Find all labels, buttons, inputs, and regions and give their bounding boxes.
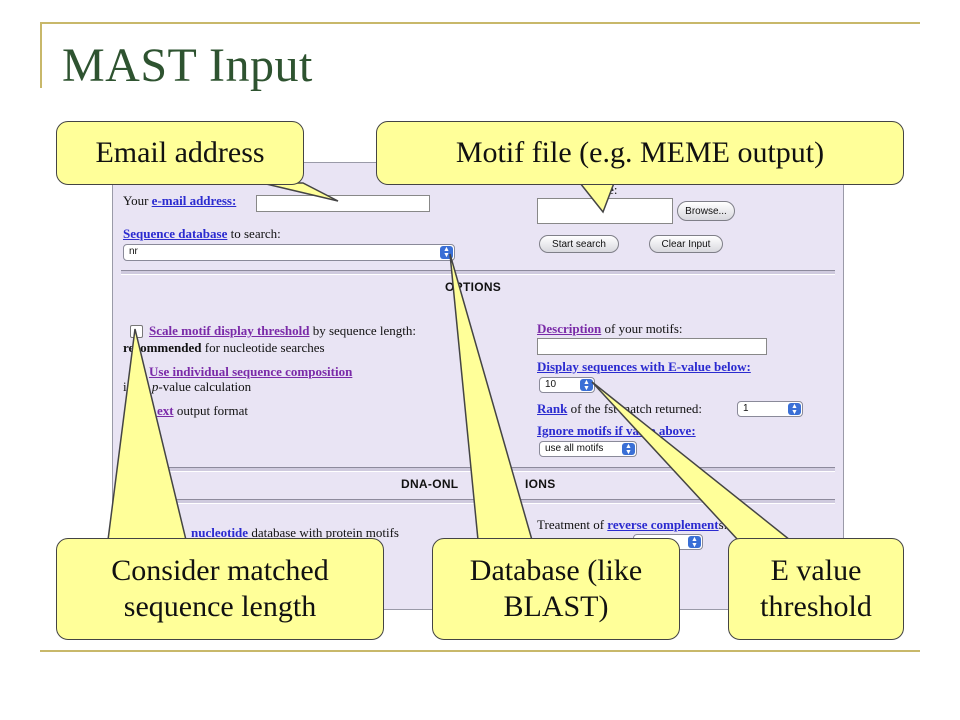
select-arrows-icon: ▲▼ [440, 246, 453, 259]
slide-title: MAST Input [62, 39, 313, 92]
email-input[interactable] [256, 195, 430, 212]
description-label: Description of your motifs: [537, 321, 683, 336]
dna-options-heading-left: DNA-ONL [401, 477, 459, 491]
sequence-db-label: Sequence database to search: [123, 226, 281, 241]
select-arrows-icon: ▲▼ [622, 443, 635, 456]
callout-email: Email address [56, 121, 304, 185]
divider-dna [121, 467, 835, 472]
rank-select[interactable]: 1▲▼ [737, 401, 803, 417]
description-help-link[interactable]: Description [537, 321, 602, 336]
nucleotide-db-label: nucleotide database with protein motifs [191, 525, 399, 540]
text-format-label: ext output format [157, 403, 248, 418]
accent-line-left [40, 22, 42, 88]
callout-motif-file: Motif file (e.g. MEME output) [376, 121, 904, 185]
options-heading: OPTIONS [445, 280, 502, 294]
ignore-motifs-link[interactable]: Ignore motifs if value above: [537, 423, 696, 438]
select-arrows-icon: ▲▼ [788, 403, 801, 416]
evalue-select[interactable]: 10▲▼ [539, 377, 595, 393]
select-arrows-icon: ▲▼ [688, 536, 701, 549]
sequence-db-select[interactable]: nr▲▼ [123, 244, 455, 261]
recommended-note: recommended for nucleotide searches [123, 340, 325, 355]
scale-threshold-help-link[interactable]: Scale motif display threshold [149, 323, 310, 338]
treatment-label: Treatment of reverse complements: [537, 517, 728, 532]
rank-label: Rank of the fst match returned: [537, 401, 703, 416]
reverse-complement-help-link[interactable]: reverse complement [607, 517, 719, 532]
select-arrows-icon: ▲▼ [580, 379, 593, 392]
scale-threshold-label: Scale motif display threshold by sequenc… [149, 323, 416, 338]
accent-line-top [40, 22, 920, 24]
description-input[interactable] [537, 338, 767, 355]
composition-help-link[interactable]: Use individual sequence composition [149, 364, 353, 379]
email-label: Your e-mail address: [123, 193, 237, 208]
dna-options-heading-right: IONS [525, 477, 556, 491]
browse-button[interactable]: Browse... [677, 201, 735, 221]
start-search-button[interactable]: Start search [539, 235, 619, 253]
ignore-motifs-select[interactable]: use all motifs▲▼ [539, 441, 637, 457]
accent-line-bottom [40, 650, 920, 652]
motif-file-input[interactable] [537, 198, 673, 224]
text-format-help-link[interactable]: ext [157, 403, 174, 418]
email-help-link[interactable]: e-mail address: [151, 193, 237, 208]
display-evalue-link[interactable]: Display sequences with E-value below: [537, 359, 751, 374]
composition-note: i and p-value calculation [123, 379, 252, 394]
composition-label: Use individual sequence composition [149, 364, 352, 380]
nucleotide-help-link[interactable]: nucleotide [191, 525, 249, 540]
divider-options [121, 270, 835, 275]
scale-threshold-checkbox[interactable] [130, 325, 143, 338]
rank-help-link[interactable]: Rank [537, 401, 568, 416]
sequence-db-help-link[interactable]: Sequence database [123, 226, 228, 241]
clear-input-button[interactable]: Clear Input [649, 235, 723, 253]
divider-dna-lower [121, 499, 835, 504]
